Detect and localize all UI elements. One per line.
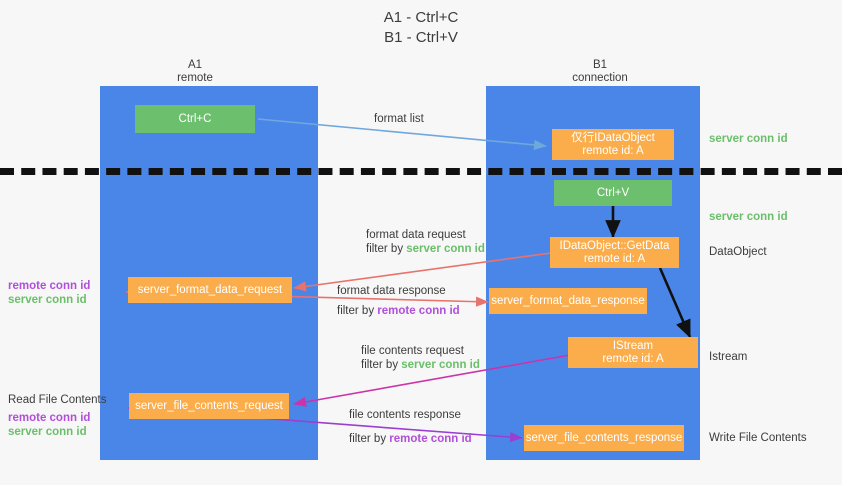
title-line-1: A1 - Ctrl+C <box>383 9 459 26</box>
annotation-read-file-contents: Read File Contents <box>8 394 107 406</box>
edge-label-format-data-request-group: format data request filter by server con… <box>366 228 485 256</box>
edge-label-file-contents-request-filter: filter by server conn id <box>361 358 480 372</box>
edge-label-format-data-response-filter: filter by remote conn id <box>337 304 460 318</box>
filter-prefix: filter by <box>361 359 402 371</box>
title-line-2: B1 - Ctrl+V <box>384 29 458 46</box>
box-getdata-line1: IDataObject::GetData <box>559 239 670 252</box>
page-title: A1 - Ctrl+C B1 - Ctrl+V <box>0 8 842 48</box>
box-idataobject[interactable]: 仅行IDataObject remote id: A <box>552 129 674 160</box>
filter-value-server-conn-id: server conn id <box>401 359 480 371</box>
phase-divider <box>0 168 842 175</box>
edge-label-format-list: format list <box>374 113 424 125</box>
filter-value-remote-conn-id: remote conn id <box>389 433 472 445</box>
edge-label-format-data-response-group: format data response filter by remote co… <box>337 284 460 318</box>
edge-label-file-contents-response-filter: filter by remote conn id <box>349 432 472 446</box>
box-server-format-data-response[interactable]: server_format_data_response <box>489 288 647 314</box>
box-istream-line2: remote id: A <box>602 352 664 365</box>
annotation-write-file-contents: Write File Contents <box>709 432 807 444</box>
edge-label-file-contents-request-group: file contents request filter by server c… <box>361 344 480 372</box>
column-right-name: B1 <box>592 59 608 71</box>
annotation-server-conn-id-top: server conn id <box>709 133 788 145</box>
annotation-dataobject: DataObject <box>709 246 767 258</box>
box-idataobject-getdata[interactable]: IDataObject::GetData remote id: A <box>550 237 679 268</box>
box-server-file-contents-response[interactable]: server_file_contents_response <box>524 425 684 451</box>
box-idataobject-line1: 仅行IDataObject <box>571 131 655 144</box>
box-ctrl-v[interactable]: Ctrl+V <box>554 180 672 206</box>
column-header-left: A1 remote <box>125 59 265 85</box>
box-istream-line1: IStream <box>612 339 654 352</box>
annotation-server-conn-id-1: server conn id <box>8 294 87 306</box>
column-left-role: remote <box>177 72 213 84</box>
box-ctrl-c[interactable]: Ctrl+C <box>135 105 255 133</box>
column-left-name: A1 <box>187 59 203 71</box>
annotation-conn-id-group-2: remote conn id server conn id <box>8 411 90 439</box>
filter-prefix: filter by <box>337 305 378 317</box>
edge-label-file-contents-response-group: file contents response filter by remote … <box>349 408 472 446</box>
box-getdata-line2: remote id: A <box>583 252 646 265</box>
filter-prefix: filter by <box>366 243 407 255</box>
annotation-conn-id-group-1: remote conn id server conn id <box>8 279 90 307</box>
annotation-server-conn-id-2: server conn id <box>8 426 87 438</box>
edge-label-format-data-request-filter: filter by server conn id <box>366 242 485 256</box>
annotation-istream: Istream <box>709 351 748 363</box>
filter-prefix: filter by <box>349 433 390 445</box>
column-header-right: B1 connection <box>520 59 680 85</box>
column-right-role: connection <box>572 72 628 84</box>
annotation-remote-conn-id-2: remote conn id <box>8 412 91 424</box>
box-server-file-contents-request[interactable]: server_file_contents_request <box>129 393 289 419</box>
edge-label-format-data-response: format data response <box>337 285 446 297</box>
edge-label-file-contents-request: file contents request <box>361 345 464 357</box>
box-server-format-data-request[interactable]: server_format_data_request <box>128 277 292 303</box>
annotation-remote-conn-id-1: remote conn id <box>8 280 91 292</box>
filter-value-server-conn-id: server conn id <box>406 243 485 255</box>
filter-value-remote-conn-id: remote conn id <box>377 305 460 317</box>
edge-label-format-data-request: format data request <box>366 229 466 241</box>
box-istream[interactable]: IStream remote id: A <box>568 337 698 368</box>
annotation-server-conn-id-mid: server conn id <box>709 211 788 223</box>
box-idataobject-line2: remote id: A <box>582 144 644 157</box>
edge-label-file-contents-response: file contents response <box>349 409 461 421</box>
